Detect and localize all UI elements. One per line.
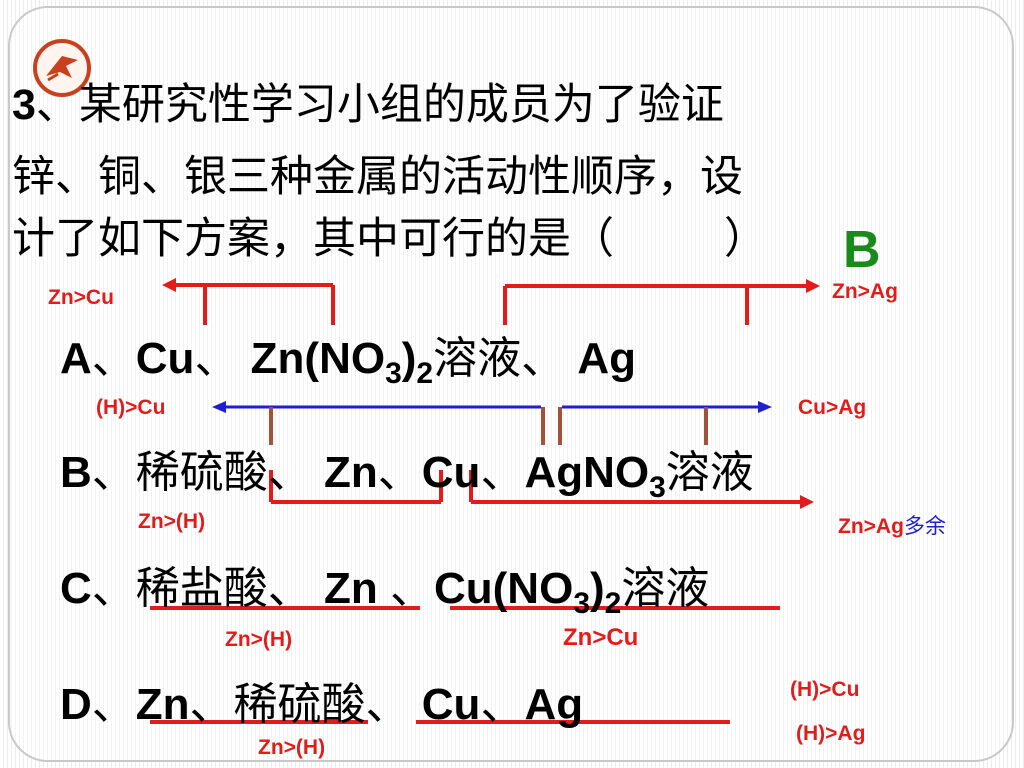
option-a: A、Cu、 Zn(NO3)2溶液、 Ag [60,322,636,389]
option-a-letter: A [60,334,92,383]
option-d-sep: 、 [365,680,422,729]
option-c-cu-nitrate: Cu(NO [434,564,574,613]
annotation-d-bottom: Zn>(H) [258,736,326,759]
option-c: C、稀盐酸、 Zn 、Cu(NO3)2溶液 [60,552,710,619]
question-text-3: 计了如下方案，其中可行的是（ [12,214,614,264]
option-c-sep: 、 [91,564,136,613]
annotation-redundant-note: 多余 [903,514,946,538]
question-close-paren: ） [724,214,767,264]
option-d-cu: Cu [421,680,481,729]
b-blue-right-arrowhead [758,401,772,413]
option-a-sub-2: 2 [416,357,434,390]
annotation-b-low-right: Zn>Ag多余 [838,510,946,540]
option-d: D、Zn、稀硫酸、 Cu、Ag [60,668,583,732]
question-line-1: 3、某研究性学习小组的成员为了验证 [12,74,724,136]
annotation-d-right-2: (H)>Ag [796,722,866,745]
question-text-1: 、某研究性学习小组的成员为了验证 [35,80,724,130]
option-a-cu: Cu [135,334,195,383]
option-b-sep: 、 [377,448,422,497]
option-d-zn: Zn [135,680,190,729]
option-d-ag: Ag [524,680,584,729]
annotation-b-low-right-text: Zn>Ag [838,515,904,538]
rocket-emblem-icon [33,39,91,97]
option-c-acid: 稀盐酸 [135,564,268,613]
option-a-sep: 、 [91,334,136,383]
annotation-a-left: Zn>Cu [48,286,114,309]
question-line-3: 计了如下方案，其中可行的是（ ） [12,208,767,270]
option-d-sep: 、 [91,680,136,729]
option-c-sep: 、 [267,564,325,613]
option-c-sub-2: 2 [604,587,622,620]
option-b-sub-3: 3 [649,471,666,504]
option-d-acid: 稀硫酸 [233,680,366,729]
option-a-sub-3: 3 [385,357,402,390]
option-d-letter: D [60,680,92,729]
option-a-ag: Ag [577,334,636,383]
option-c-sub-3: 3 [573,587,590,620]
option-b-sep: 、 [91,448,136,497]
option-a-paren: ) [401,334,417,383]
option-a-sep: 、 [194,334,251,383]
option-c-letter: C [60,564,92,613]
option-a-zn-nitrate: Zn(NO [250,334,386,383]
b-blue-left-arrowhead [212,401,226,413]
annotation-b-right: Cu>Ag [798,396,867,419]
option-b-sep: 、 [267,448,325,497]
option-c-paren: ) [590,564,605,613]
annotation-c-right: Zn>Cu [563,624,639,651]
a-right-arrowhead [806,279,820,293]
annotation-b-low-left: Zn>(H) [138,510,206,533]
annotation-a-right: Zn>Ag [832,280,898,303]
option-a-sep: 、 [521,334,578,383]
b-red-right-arrowhead [800,495,814,509]
option-c-sep: 、 [390,564,434,613]
option-b-cu: Cu [421,448,481,497]
option-a-solution: 溶液 [433,334,522,383]
option-d-sep: 、 [480,680,525,729]
option-b: B、稀硫酸、 Zn、Cu、AgNO3溶液 [60,436,754,503]
option-b-solution: 溶液 [665,448,754,497]
option-c-solution: 溶液 [621,564,710,613]
a-left-arrowhead [162,278,176,292]
option-c-zn: Zn [324,564,390,613]
option-b-acid: 稀硫酸 [135,448,268,497]
question-number: 3 [12,81,36,129]
answer-letter: B [843,221,881,279]
annotation-d-right-1: (H)>Cu [790,678,860,701]
option-b-letter: B [60,448,92,497]
option-d-sep: 、 [189,680,234,729]
option-b-agno3: AgNO [524,448,650,497]
option-b-sep: 、 [480,448,525,497]
option-b-zn: Zn [324,448,378,497]
question-line-2: 锌、铜、银三种金属的活动性顺序，设 [12,152,743,202]
slide-frame [8,6,1014,762]
annotation-b-left: (H)>Cu [96,396,166,419]
annotation-c-left: Zn>(H) [225,628,293,651]
